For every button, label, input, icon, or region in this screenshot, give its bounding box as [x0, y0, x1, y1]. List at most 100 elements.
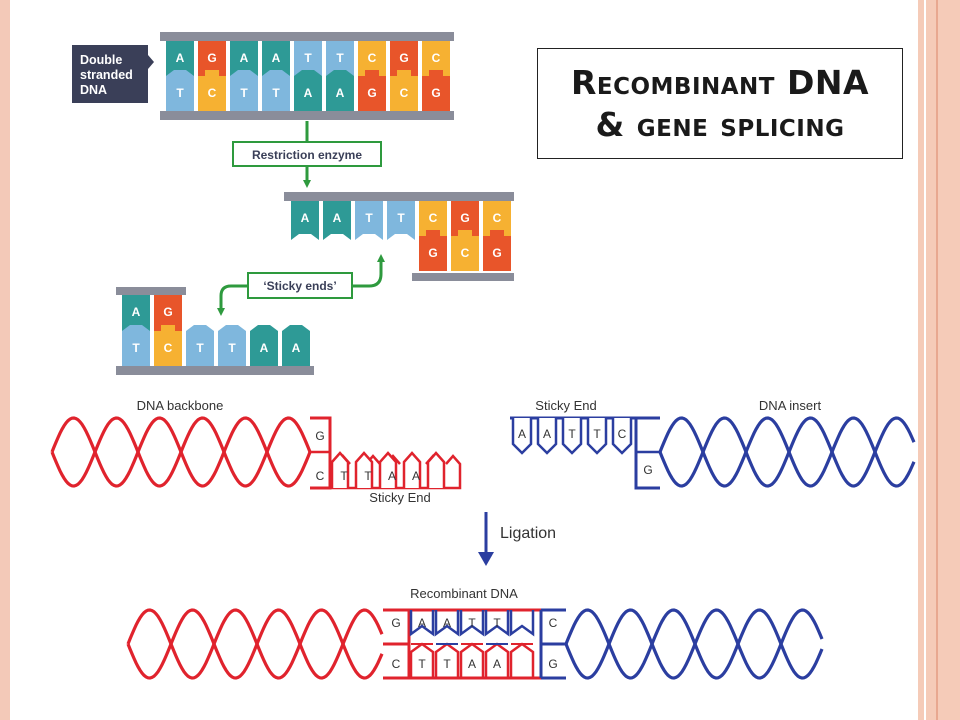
base-block-bottom: [282, 325, 310, 366]
backbone-bar: [284, 192, 514, 201]
label-box: [247, 272, 353, 299]
restriction-enzyme-label: Restriction enzyme: [252, 148, 362, 162]
base-letter: A: [412, 469, 420, 483]
base-block-bottom: [122, 325, 150, 366]
base-letter: T: [176, 86, 184, 100]
ligation-label: Ligation: [500, 525, 556, 542]
base-block-top: [262, 41, 290, 80]
base-letter: G: [207, 51, 216, 65]
recombinant-frame-left: [383, 608, 411, 680]
base-letter: G: [548, 657, 557, 671]
base-block-bottom: [294, 70, 322, 111]
base-letter: G: [399, 51, 408, 65]
base-block-top: [230, 41, 258, 80]
base-letter: T: [443, 657, 451, 671]
insert-tooth: [561, 418, 583, 455]
base-block-top: [323, 201, 351, 240]
double-stranded-label: Double: [80, 53, 122, 67]
base-block-bottom: [390, 70, 418, 111]
base-letter: G: [315, 429, 324, 443]
base-letter: C: [368, 51, 377, 65]
base-letter: A: [272, 51, 281, 65]
backbone-bar: [160, 111, 454, 120]
base-block-top: [166, 41, 194, 80]
insert-tooth: [611, 418, 633, 455]
base-block-bottom: [358, 70, 386, 111]
dna-insert-label: DNA insert: [759, 398, 822, 413]
base-letter: C: [549, 616, 558, 630]
backbone-bar: [412, 273, 514, 281]
sticky-ends-label: ‘Sticky ends’: [263, 279, 336, 293]
base-letter: T: [304, 51, 312, 65]
sticky-tooth: [402, 451, 422, 488]
base-letter: C: [493, 211, 502, 225]
base-letter: A: [468, 657, 476, 671]
base-letter: A: [176, 51, 185, 65]
helix-strand: [658, 416, 916, 488]
base-letter: T: [365, 211, 373, 225]
spacer: [330, 418, 460, 454]
base-letter: G: [391, 616, 400, 630]
base-block-bottom: [422, 70, 450, 111]
base-letter: A: [388, 469, 396, 483]
sticky-tooth: [378, 451, 398, 488]
base-letter: C: [618, 427, 627, 441]
insert-frame: [510, 416, 660, 490]
base-letter: A: [443, 616, 451, 630]
base-letter: C: [461, 246, 470, 260]
base-letter: A: [260, 341, 269, 355]
base-letter: G: [460, 211, 469, 225]
base-block-bottom: [250, 325, 278, 366]
recombinant-top-tooth: [434, 610, 460, 637]
base-letter: T: [336, 51, 344, 65]
base-letter: A: [292, 341, 301, 355]
sticky-end-label-left: Sticky End: [369, 490, 430, 505]
base-letter: A: [336, 86, 345, 100]
helix-strand: [564, 608, 824, 680]
arrow-down-left: [217, 284, 249, 316]
base-letter: T: [272, 86, 280, 100]
base-letter: T: [418, 657, 426, 671]
base-block-bottom: [218, 325, 246, 366]
base-letter: A: [418, 616, 426, 630]
recombinant-top-tooth: [484, 610, 510, 637]
base-letter: A: [493, 657, 501, 671]
base-letter: A: [240, 51, 249, 65]
base-letter: G: [643, 463, 652, 477]
base-block-bottom: [451, 230, 479, 271]
base-letter: C: [208, 86, 217, 100]
base-letter: T: [568, 427, 576, 441]
sticky-tooth: [354, 451, 374, 488]
base-letter: T: [593, 427, 601, 441]
base-letter: T: [468, 616, 476, 630]
insert-tooth: [511, 418, 533, 455]
base-letter: G: [492, 246, 501, 260]
sticky-end-label-right: Sticky End: [535, 398, 596, 413]
recombinant-top-tooth: [409, 610, 435, 637]
insert-tooth: [536, 418, 558, 455]
base-letter: A: [304, 86, 313, 100]
base-block-bottom: [483, 230, 511, 271]
backbone-bar: [116, 366, 314, 375]
base-letter: T: [340, 469, 348, 483]
recombinant-middle-frame: [409, 608, 541, 680]
base-letter: T: [240, 86, 248, 100]
slide-title-line2: & gene splicing: [595, 104, 845, 144]
base-letter: C: [400, 86, 409, 100]
recombinant-frame-right: [539, 608, 566, 680]
base-block-top: [326, 41, 354, 80]
slide-title-box: Recombinant DNA & gene splicing: [537, 48, 903, 159]
slide-title-line1: Recombinant DNA: [570, 62, 870, 102]
sticky-tooth: [426, 451, 446, 488]
helix-strand: [50, 416, 312, 488]
slide-frame-right-line: [924, 0, 926, 720]
base-letter: T: [132, 341, 140, 355]
base-letter: C: [392, 657, 401, 671]
backbone-bar: [116, 287, 186, 295]
insert-tooth: [586, 418, 608, 455]
base-letter: T: [364, 469, 372, 483]
base-letter: T: [196, 341, 204, 355]
base-letter: A: [333, 211, 342, 225]
